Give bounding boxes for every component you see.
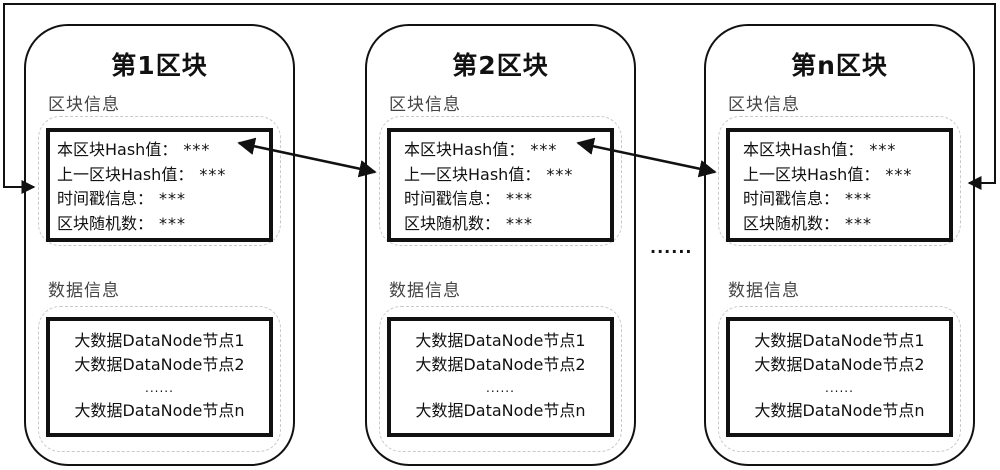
previous-hash-key: 上一区块Hash值： (743, 164, 880, 184)
block-title: 第2区块 (452, 51, 549, 80)
data-node-item: 大数据DataNode节点2 (74, 355, 245, 374)
nonce-row: 区块随机数：*** (404, 212, 610, 237)
current-hash-key: 本区块Hash值： (404, 140, 525, 159)
data-info-box: 大数据DataNode节点1 大数据DataNode节点2 ...... 大数据… (387, 317, 614, 437)
block-info-label: 区块信息 (389, 95, 461, 115)
previous-hash-row: 上一区块Hash值：*** (743, 163, 949, 188)
data-node-item: 大数据DataNode节点n (74, 401, 245, 420)
block-title: 第n区块 (791, 51, 888, 80)
current-hash-value: *** (530, 140, 558, 159)
timestamp-row: 时间戳信息： *** (743, 187, 949, 212)
current-hash-value: *** (183, 140, 211, 159)
data-node-ellipsis: ...... (486, 381, 515, 395)
current-hash-row: 本区块Hash值： *** (743, 138, 949, 163)
more-blocks-ellipsis: ...... (650, 238, 693, 257)
previous-hash-row: 上一区块Hash值：*** (404, 163, 610, 188)
previous-hash-value: *** (546, 164, 574, 184)
current-hash-key: 本区块Hash值： (743, 140, 864, 159)
data-node-ellipsis: ...... (145, 381, 174, 395)
data-info-box: 大数据DataNode节点1 大数据DataNode节点2 ...... 大数据… (726, 317, 953, 437)
nonce-key: 区块随机数： (57, 213, 154, 233)
data-info-frame (38, 306, 281, 452)
timestamp-row: 时间戳信息： *** (404, 187, 610, 212)
previous-hash-key: 上一区块Hash值： (57, 164, 194, 184)
current-hash-row: 本区块Hash值： *** (57, 138, 269, 163)
nonce-value: *** (506, 213, 534, 233)
timestamp-row: 时间戳信息： *** (57, 187, 269, 212)
timestamp-key: 时间戳信息： (743, 189, 840, 208)
nonce-value: *** (845, 213, 873, 233)
block-info-label: 区块信息 (48, 95, 120, 115)
data-info-label: 数据信息 (728, 281, 800, 301)
data-node-item: 大数据DataNode节点n (754, 401, 925, 420)
data-node-item: 大数据DataNode节点2 (754, 355, 925, 374)
nonce-key: 区块随机数： (404, 213, 501, 233)
nonce-row: 区块随机数：*** (57, 212, 269, 237)
block-2: 第2区块 区块信息 本区块Hash值：*** 上一区块Hash值：*** 时间戳… (365, 24, 636, 466)
block-info-box: 本区块Hash值：*** 上一区块Hash值：*** 时间戳信息：*** 区块随… (726, 128, 953, 242)
timestamp-key: 时间戳信息： (57, 189, 154, 208)
timestamp-value: *** (845, 189, 873, 208)
block-title: 第1区块 (111, 51, 208, 80)
block-info-box: 本区块Hash值：*** 上一区块Hash值：*** 时间戳信息：*** 区块随… (387, 128, 614, 242)
current-hash-value: *** (869, 140, 897, 159)
nonce-value: *** (159, 213, 187, 233)
timestamp-key: 时间戳信息： (404, 189, 501, 208)
data-node-item: 大数据DataNode节点1 (415, 331, 586, 350)
timestamp-value: *** (506, 189, 534, 208)
block-info-label: 区块信息 (728, 95, 800, 115)
block-info-box: 本区块Hash值：*** 上一区块Hash值：*** 时间戳信息：*** 区块随… (46, 128, 273, 242)
data-node-item: 大数据DataNode节点1 (754, 331, 925, 350)
data-info-frame (718, 306, 961, 452)
previous-hash-row: 上一区块Hash值：*** (57, 163, 269, 188)
timestamp-value: *** (159, 189, 187, 208)
data-node-item: 大数据DataNode节点2 (415, 355, 586, 374)
current-hash-key: 本区块Hash值： (57, 140, 178, 159)
data-info-box: 大数据DataNode节点1 大数据DataNode节点2 ...... 大数据… (46, 317, 273, 437)
data-info-label: 数据信息 (48, 281, 120, 301)
previous-hash-value: *** (885, 164, 913, 184)
data-info-frame (379, 306, 622, 452)
data-node-ellipsis: ...... (825, 381, 854, 395)
data-info-label: 数据信息 (389, 281, 461, 301)
nonce-row: 区块随机数：*** (743, 212, 949, 237)
block-n: 第n区块 区块信息 本区块Hash值：*** 上一区块Hash值：*** 时间戳… (704, 24, 975, 466)
previous-hash-value: *** (199, 164, 227, 184)
data-node-item: 大数据DataNode节点n (415, 401, 586, 420)
current-hash-row: 本区块Hash值： *** (404, 138, 610, 163)
nonce-key: 区块随机数： (743, 213, 840, 233)
data-node-item: 大数据DataNode节点1 (74, 331, 245, 350)
previous-hash-key: 上一区块Hash值： (404, 164, 541, 184)
block-1: 第1区块 区块信息 本区块Hash值：*** 上一区块Hash值：*** 时间戳… (24, 24, 295, 466)
